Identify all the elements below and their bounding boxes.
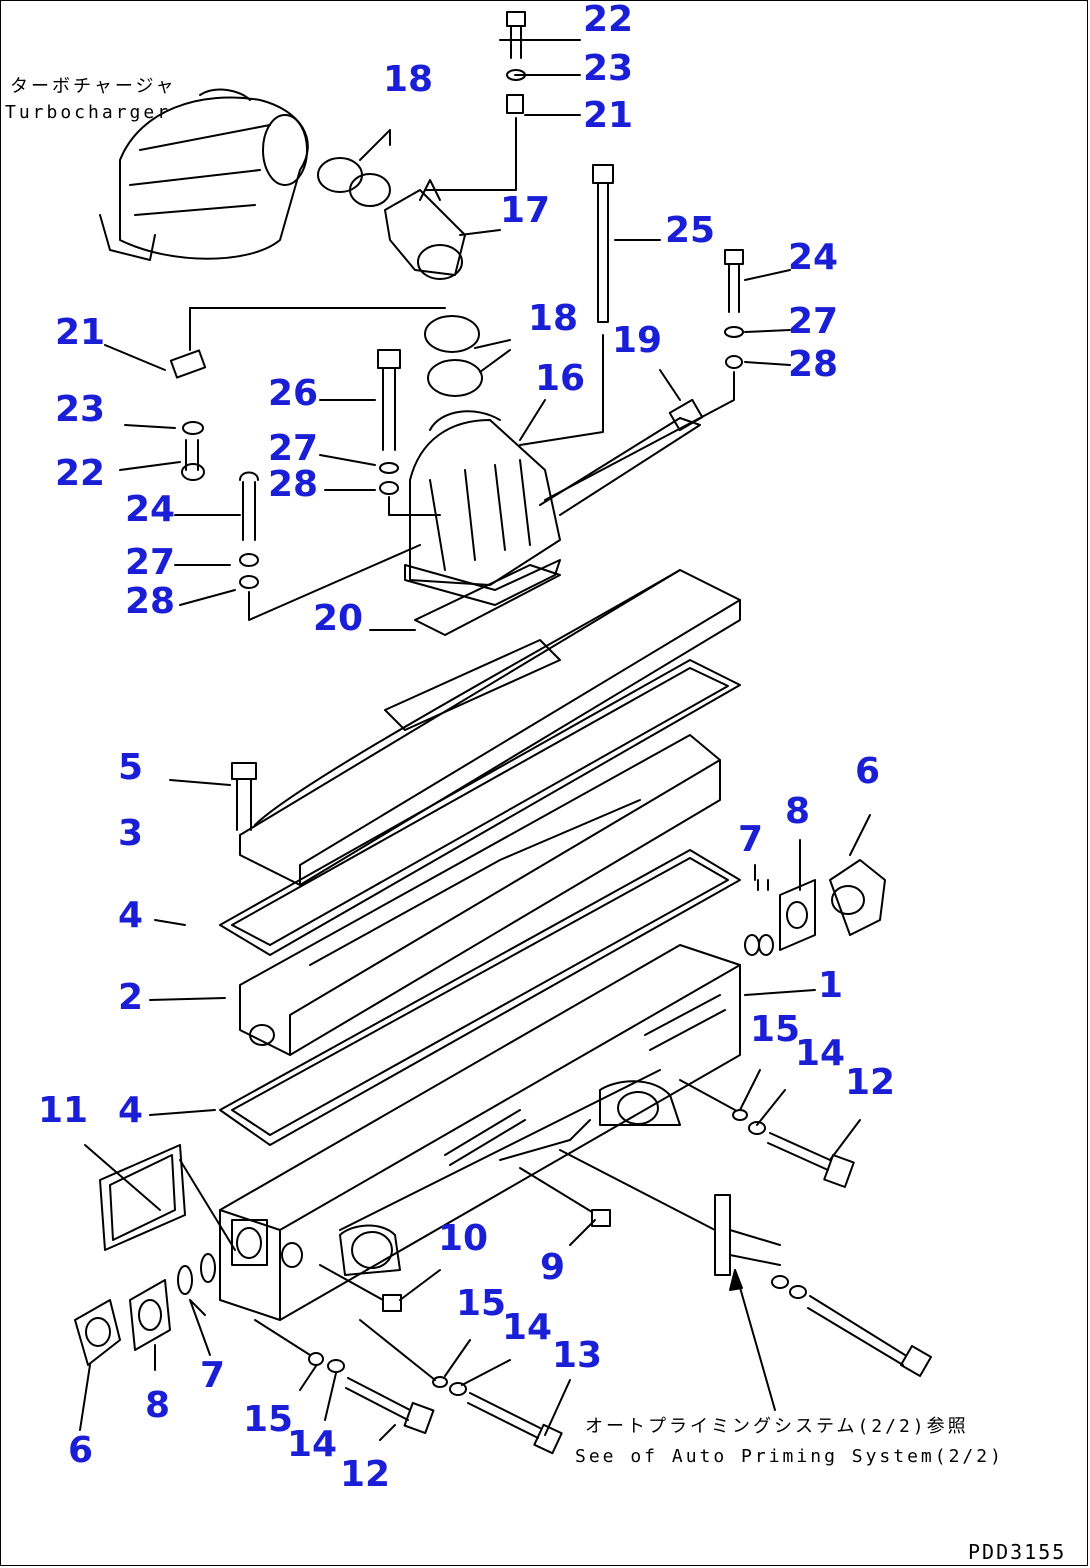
callout-4-lower: 4 xyxy=(118,1090,144,1131)
callout-3: 3 xyxy=(118,813,144,854)
priming-ref-en-label: See of Auto Priming System(2/2) xyxy=(575,1446,1004,1467)
callout-12-left: 12 xyxy=(340,1454,391,1495)
callout-23-top: 23 xyxy=(583,48,634,89)
callout-5: 5 xyxy=(118,747,144,788)
turbocharger-en-label: Turbocharger xyxy=(5,102,172,123)
callout-27-right: 27 xyxy=(788,301,839,342)
callout-14-right: 14 xyxy=(795,1033,846,1074)
callout-17: 17 xyxy=(500,190,551,231)
callout-28-right: 28 xyxy=(788,344,839,385)
callout-23-left: 23 xyxy=(55,389,106,430)
turbocharger-jp-label: ターボチャージャ xyxy=(10,76,177,97)
callout-21-left: 21 xyxy=(55,312,106,353)
callout-10: 10 xyxy=(438,1218,489,1259)
callout-8-left: 8 xyxy=(145,1385,171,1426)
callout-6-left: 6 xyxy=(68,1430,94,1471)
callout-20: 20 xyxy=(313,598,364,639)
callout-26: 26 xyxy=(268,373,319,414)
callout-15-center: 15 xyxy=(456,1283,507,1324)
priming-ref-jp-label: オートプライミングシステム(2/2)参照 xyxy=(585,1416,969,1437)
callout-25: 25 xyxy=(665,210,716,251)
callout-14-center: 14 xyxy=(502,1307,553,1348)
callout-7-right: 7 xyxy=(738,819,764,860)
callout-15-right: 15 xyxy=(750,1009,801,1050)
callout-9: 9 xyxy=(540,1247,566,1288)
callout-14-left: 14 xyxy=(287,1424,338,1465)
callout-28-left: 28 xyxy=(125,581,176,622)
callout-11: 11 xyxy=(38,1090,89,1131)
callout-28-mid: 28 xyxy=(268,464,319,505)
callout-15-left: 15 xyxy=(243,1399,294,1440)
callout-24-right: 24 xyxy=(788,237,839,278)
callout-13: 13 xyxy=(552,1335,603,1376)
callout-18-top: 18 xyxy=(383,59,434,100)
callout-4-upper: 4 xyxy=(118,895,144,936)
callout-7-left: 7 xyxy=(200,1355,226,1396)
callout-2: 2 xyxy=(118,977,144,1018)
callout-21-top: 21 xyxy=(583,95,634,136)
callout-19: 19 xyxy=(612,320,663,361)
callout-1: 1 xyxy=(818,965,844,1006)
callout-22-left: 22 xyxy=(55,453,106,494)
callout-24-left: 24 xyxy=(125,489,176,530)
callout-6-right: 6 xyxy=(855,751,881,792)
callout-22-top: 22 xyxy=(583,0,634,40)
callout-16: 16 xyxy=(535,358,586,399)
callout-27-mid: 27 xyxy=(268,428,319,469)
turbocharger-drawing xyxy=(99,88,309,261)
callout-12-right: 12 xyxy=(845,1062,896,1103)
drawing-code: PDD3155 xyxy=(968,1540,1067,1564)
callout-8-right: 8 xyxy=(785,791,811,832)
callout-27-left: 27 xyxy=(125,542,176,583)
callout-18-mid: 18 xyxy=(528,298,579,339)
